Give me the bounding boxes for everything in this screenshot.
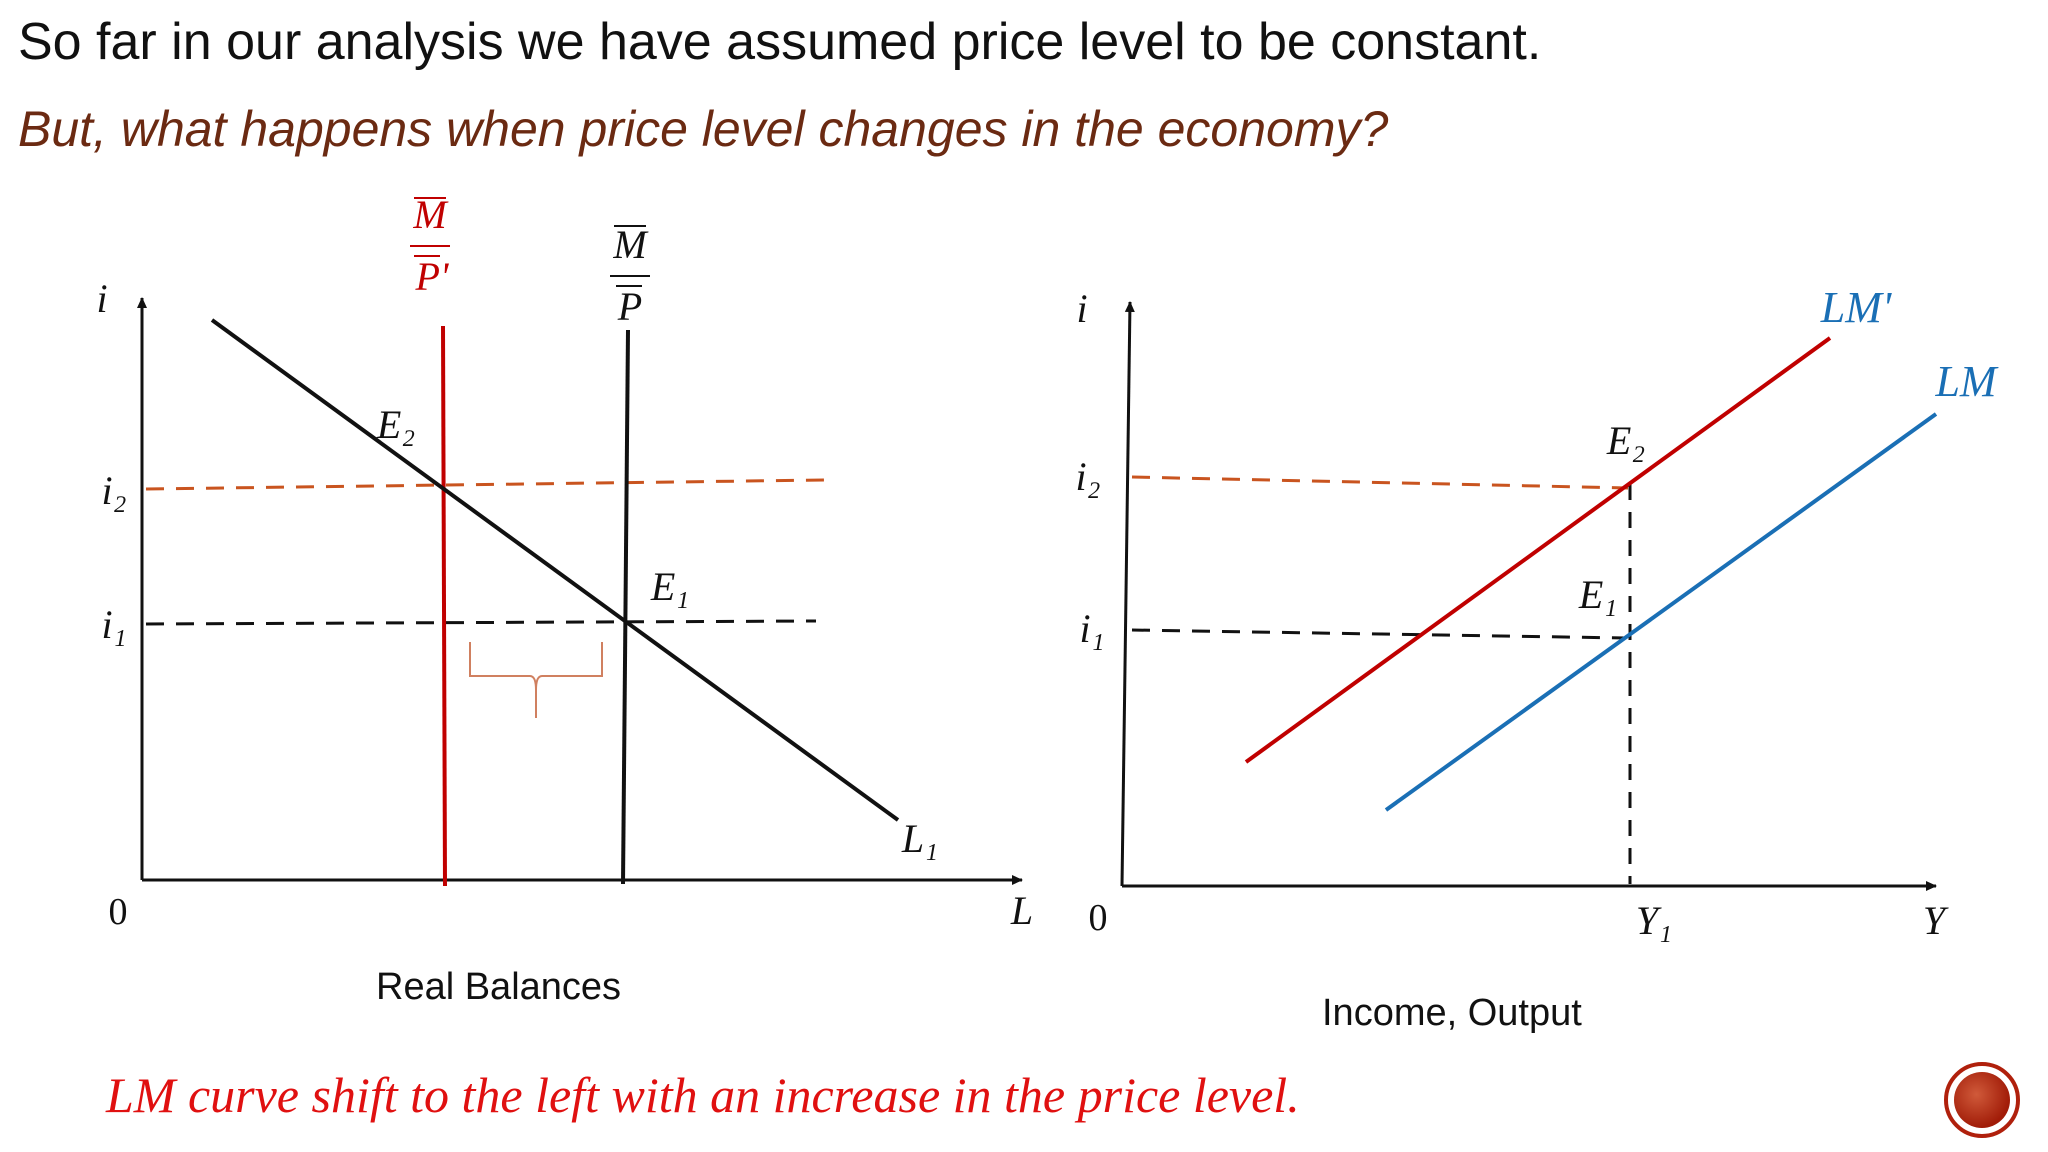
lm-panel: LM' LM i Y 0 i₂ i₁ Y₁ E₂ E₁ <box>1075 283 1998 943</box>
lm-origin-label: 0 <box>1089 897 1108 939</box>
money-market-rate-low-label: i₁ <box>101 602 126 647</box>
money-demand-curve <box>210 318 900 822</box>
lm-rate-high-label: i₂ <box>1075 454 1100 499</box>
money-supply-old-line <box>621 329 630 885</box>
money-supply-old-label-bottom: P <box>617 284 642 329</box>
money-market-y-axis-label: i <box>96 276 107 321</box>
money-supply-old-label-top: M <box>612 222 649 267</box>
lm-y-axis <box>1120 301 1135 887</box>
lm-y-axis-label: i <box>1076 286 1087 331</box>
money-market-rate-high-label: i₂ <box>101 468 126 513</box>
lm-rate-low-line <box>1131 628 1627 640</box>
money-demand-label: L₁ <box>901 816 938 861</box>
lm-caption: Income, Output <box>1322 992 1582 1034</box>
slide-headline: So far in our analysis we have assumed p… <box>18 13 1542 71</box>
lm-rate-high-line <box>1131 475 1629 490</box>
money-market-eq-new-label: E₂ <box>376 402 415 447</box>
money-supply-new-label-bottom: P' <box>415 254 450 299</box>
money-market-eq-old-label: E₁ <box>650 564 689 609</box>
lm-curve-new <box>1244 336 1832 764</box>
logo-emblem <box>1954 1072 2010 1128</box>
money-gap-brace <box>469 642 603 718</box>
money-market-rate-high-line <box>145 478 825 491</box>
money-supply-new-label-top: M <box>412 192 449 237</box>
money-market-x-axis-label: L <box>1010 888 1033 933</box>
lm-eq-old-label: E₁ <box>1578 572 1617 617</box>
lm-rate-low-label: i₁ <box>1079 606 1104 651</box>
lm-eq-new-label: E₂ <box>1606 418 1645 463</box>
money-market-panel: M P' M P i L 0 i₂ i₁ E₂ E₁ L₁ <box>96 192 1033 933</box>
lm-curve-old <box>1384 412 1938 812</box>
money-market-origin-label: 0 <box>109 891 128 933</box>
slide-subheadline: But, what happens when price level chang… <box>18 101 1389 157</box>
lm-curve-old-label: LM <box>1934 357 1998 406</box>
slide-footer: LM curve shift to the left with an incre… <box>106 1067 1300 1123</box>
lm-income-label: Y₁ <box>1636 898 1672 943</box>
money-market-caption: Real Balances <box>376 966 622 1008</box>
money-market-rate-low-line <box>145 619 817 626</box>
lm-x-axis-label: Y <box>1923 898 1949 943</box>
lm-curve-new-label: LM' <box>1820 283 1893 332</box>
presentation-logo-icon <box>1944 1062 2020 1138</box>
money-supply-new-line <box>441 325 447 887</box>
